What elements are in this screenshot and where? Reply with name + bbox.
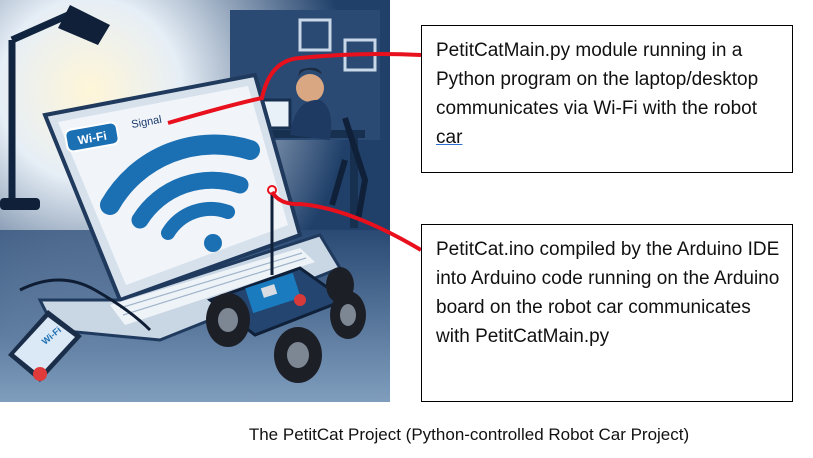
wifi-badge-text: Wi-Fi <box>77 129 108 148</box>
desk-lamp <box>0 5 110 210</box>
laptop-callout: PetitCatMain.py module running in a Pyth… <box>421 25 793 173</box>
robot-callout-text: PetitCat.ino compiled by the Arduino IDE… <box>436 239 780 347</box>
illustration: Wi-Fi Signal Wi-Fi <box>0 0 390 402</box>
wifi-signal-icon <box>100 134 260 252</box>
robot-car <box>206 185 366 383</box>
cable <box>19 278 152 332</box>
laptop-callout-last-word: car <box>436 127 463 148</box>
figure-caption: The PetitCat Project (Python-controlled … <box>248 425 690 444</box>
laptop-callout-text: PetitCatMain.py module running in a Pyth… <box>436 40 759 119</box>
wifi-badge: Wi-Fi Signal <box>64 114 163 153</box>
smartphone: Wi-Fi <box>8 310 82 382</box>
signal-label: Signal <box>130 114 162 131</box>
robot-callout: PetitCat.ino compiled by the Arduino IDE… <box>421 224 793 402</box>
